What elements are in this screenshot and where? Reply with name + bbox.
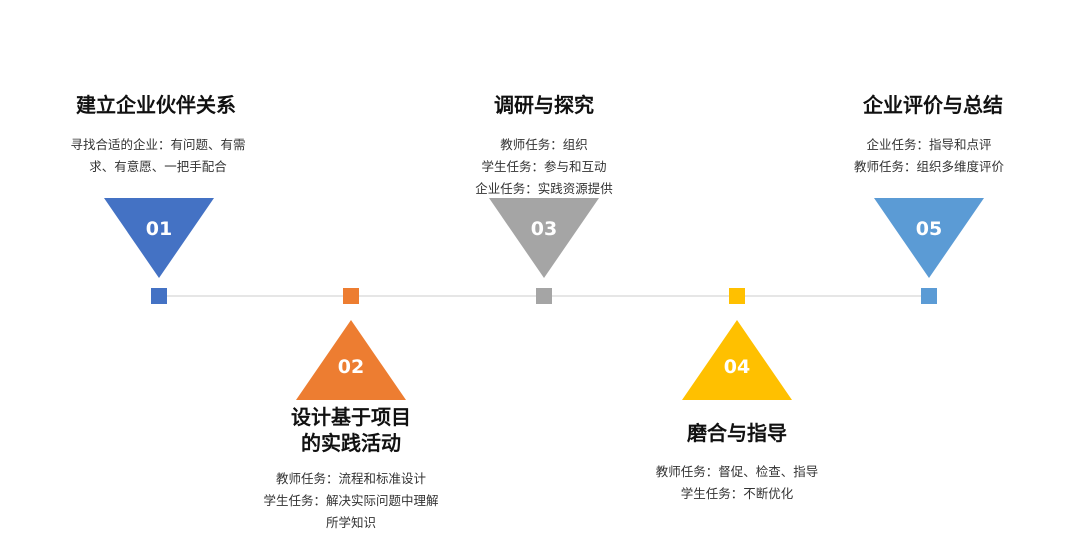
step-01-desc: 寻找合适的企业：有问题、有需 求、有意愿、一把手配合 <box>38 134 278 178</box>
step-04-triangle: 04 <box>682 320 792 400</box>
step-03-triangle: 03 <box>489 198 599 278</box>
step-05-number: 05 <box>915 218 943 240</box>
step-04-title: 磨合与指导 <box>687 421 787 445</box>
step-03-marker <box>536 288 552 304</box>
step-02-marker <box>343 288 359 304</box>
step-05-title: 企业评价与总结 <box>863 93 1003 117</box>
step-04-desc: 教师任务：督促、检查、指导 学生任务：不断优化 <box>617 461 857 505</box>
step-04-marker <box>729 288 745 304</box>
step-02-triangle-shape <box>296 320 406 400</box>
step-02-desc-line-1: 教师任务：流程和标准设计 <box>275 471 426 486</box>
step-05-desc-line-2: 教师任务：组织多维度评价 <box>853 159 1004 174</box>
step-03-desc-line-3: 企业任务：实践资源提供 <box>475 181 613 196</box>
step-01-triangle: 01 <box>104 198 214 278</box>
step-04-number: 04 <box>723 356 751 378</box>
step-04-desc-line-1: 教师任务：督促、检查、指导 <box>655 464 819 479</box>
step-02-desc-line-2: 学生任务：解决实际问题中理解 <box>263 493 439 508</box>
step-01-desc-line-2: 求、有意愿、一把手配合 <box>89 159 227 174</box>
step-02-title-line-1: 设计基于项目 <box>291 405 411 429</box>
step-03-desc-line-2: 学生任务：参与和互动 <box>481 159 607 174</box>
step-03-desc: 教师任务：组织 学生任务：参与和互动 企业任务：实践资源提供 <box>424 134 664 200</box>
step-01-title: 建立企业伙伴关系 <box>76 93 236 117</box>
step-01-desc-line-1: 寻找合适的企业：有问题、有需 <box>70 137 246 152</box>
step-05-marker <box>921 288 937 304</box>
step-04-desc-line-2: 学生任务：不断优化 <box>680 486 794 501</box>
step-05-desc-line-1: 企业任务：指导和点评 <box>866 137 992 152</box>
step-03-number: 03 <box>530 218 558 240</box>
step-04-triangle-shape <box>682 320 792 400</box>
step-03-title: 调研与探究 <box>494 93 594 117</box>
step-01-triangle-shape <box>104 198 214 278</box>
step-02-desc-line-3: 所学知识 <box>325 515 376 530</box>
step-02-triangle: 02 <box>296 320 406 400</box>
step-02-desc: 教师任务：流程和标准设计 学生任务：解决实际问题中理解 所学知识 <box>231 468 471 534</box>
step-03-triangle-shape <box>489 198 599 278</box>
step-02-title-line-2: 的实践活动 <box>301 431 401 455</box>
step-05-triangle-shape <box>874 198 984 278</box>
step-03-desc-line-1: 教师任务：组织 <box>500 137 588 152</box>
step-01-number: 01 <box>145 218 173 240</box>
step-01-marker <box>151 288 167 304</box>
step-05-desc: 企业任务：指导和点评 教师任务：组织多维度评价 <box>809 134 1049 178</box>
step-02-number: 02 <box>337 356 365 378</box>
step-05-triangle: 05 <box>874 198 984 278</box>
step-02-title: 设计基于项目 的实践活动 <box>221 404 481 456</box>
